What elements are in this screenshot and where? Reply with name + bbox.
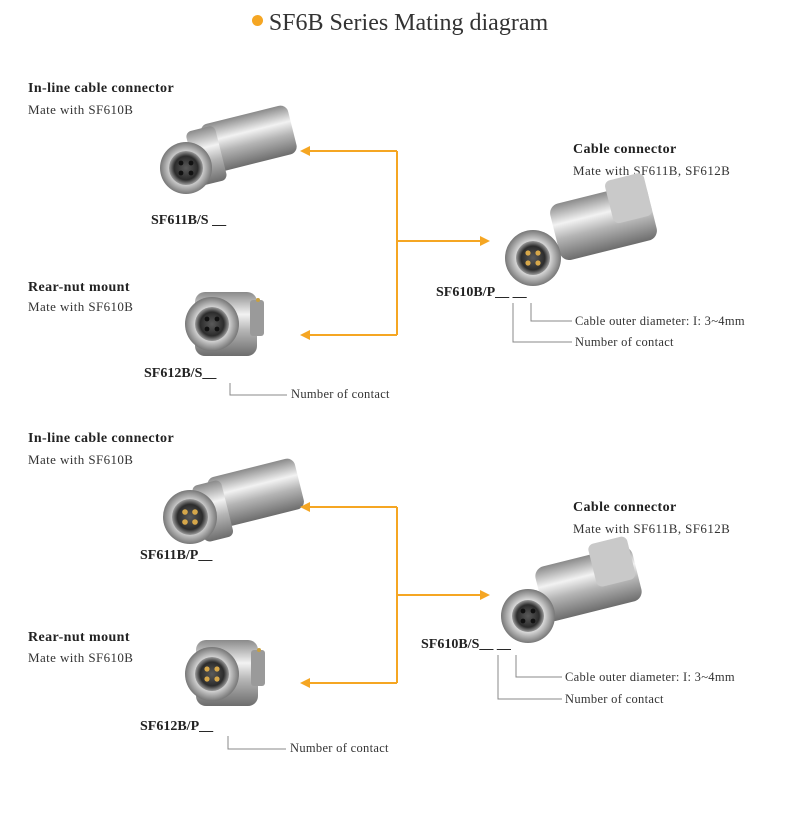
top-rear-heading: Rear-nut mount bbox=[28, 280, 130, 295]
bottom-cable-heading: Cable connector bbox=[573, 500, 677, 515]
bottom-inline-heading: In-line cable connector bbox=[28, 431, 175, 446]
top-inline-heading: In-line cable connector bbox=[28, 81, 175, 96]
bottom-rear-mate: Mate with SF610B bbox=[28, 650, 134, 665]
cable-connector-top-image bbox=[505, 173, 657, 286]
top-rear-mate: Mate with SF610B bbox=[28, 299, 134, 314]
rear-nut-connector-top-image bbox=[185, 292, 264, 356]
top-mating-arrows bbox=[300, 146, 490, 340]
top-rear-part: SF612B/S__ bbox=[144, 366, 217, 381]
leader-lines bbox=[227, 303, 572, 750]
bottom-cable-mate: Mate with SF611B, SF612B bbox=[573, 521, 731, 536]
bullet-dot-icon bbox=[251, 15, 263, 26]
bottom-mating-arrows bbox=[300, 502, 490, 688]
bottom-inline-part: SF611B/P__ bbox=[140, 548, 213, 563]
cable-connector-bottom-image bbox=[501, 536, 642, 643]
top-cable-part: SF610B/P__ __ bbox=[436, 285, 527, 300]
rear-nut-connector-bottom-image bbox=[185, 640, 265, 706]
top-cable-contact-note: Number of contact bbox=[575, 335, 674, 349]
bottom-cable-diameter-note: Cable outer diameter: I: 3~4mm bbox=[565, 670, 735, 684]
top-rear-contact-note: Number of contact bbox=[291, 387, 390, 401]
bottom-cable-contact-note: Number of contact bbox=[565, 692, 664, 706]
top-inline-part: SF611B/S __ bbox=[151, 213, 227, 228]
top-cable-mate: Mate with SF611B, SF612B bbox=[573, 163, 731, 178]
top-cable-diameter-note: Cable outer diameter: I: 3~4mm bbox=[575, 314, 745, 328]
bottom-rear-contact-note: Number of contact bbox=[290, 741, 389, 755]
top-inline-mate: Mate with SF610B bbox=[28, 102, 134, 117]
inline-connector-top-image bbox=[160, 105, 297, 194]
bottom-rear-heading: Rear-nut mount bbox=[28, 630, 130, 645]
page-title: SF6B Series Mating diagram bbox=[0, 10, 800, 37]
bottom-rear-part: SF612B/P__ bbox=[140, 719, 214, 734]
top-cable-heading: Cable connector bbox=[573, 142, 677, 157]
bottom-inline-mate: Mate with SF610B bbox=[28, 452, 134, 467]
bottom-cable-part: SF610B/S__ __ bbox=[421, 637, 511, 652]
inline-connector-bottom-image bbox=[163, 458, 304, 544]
